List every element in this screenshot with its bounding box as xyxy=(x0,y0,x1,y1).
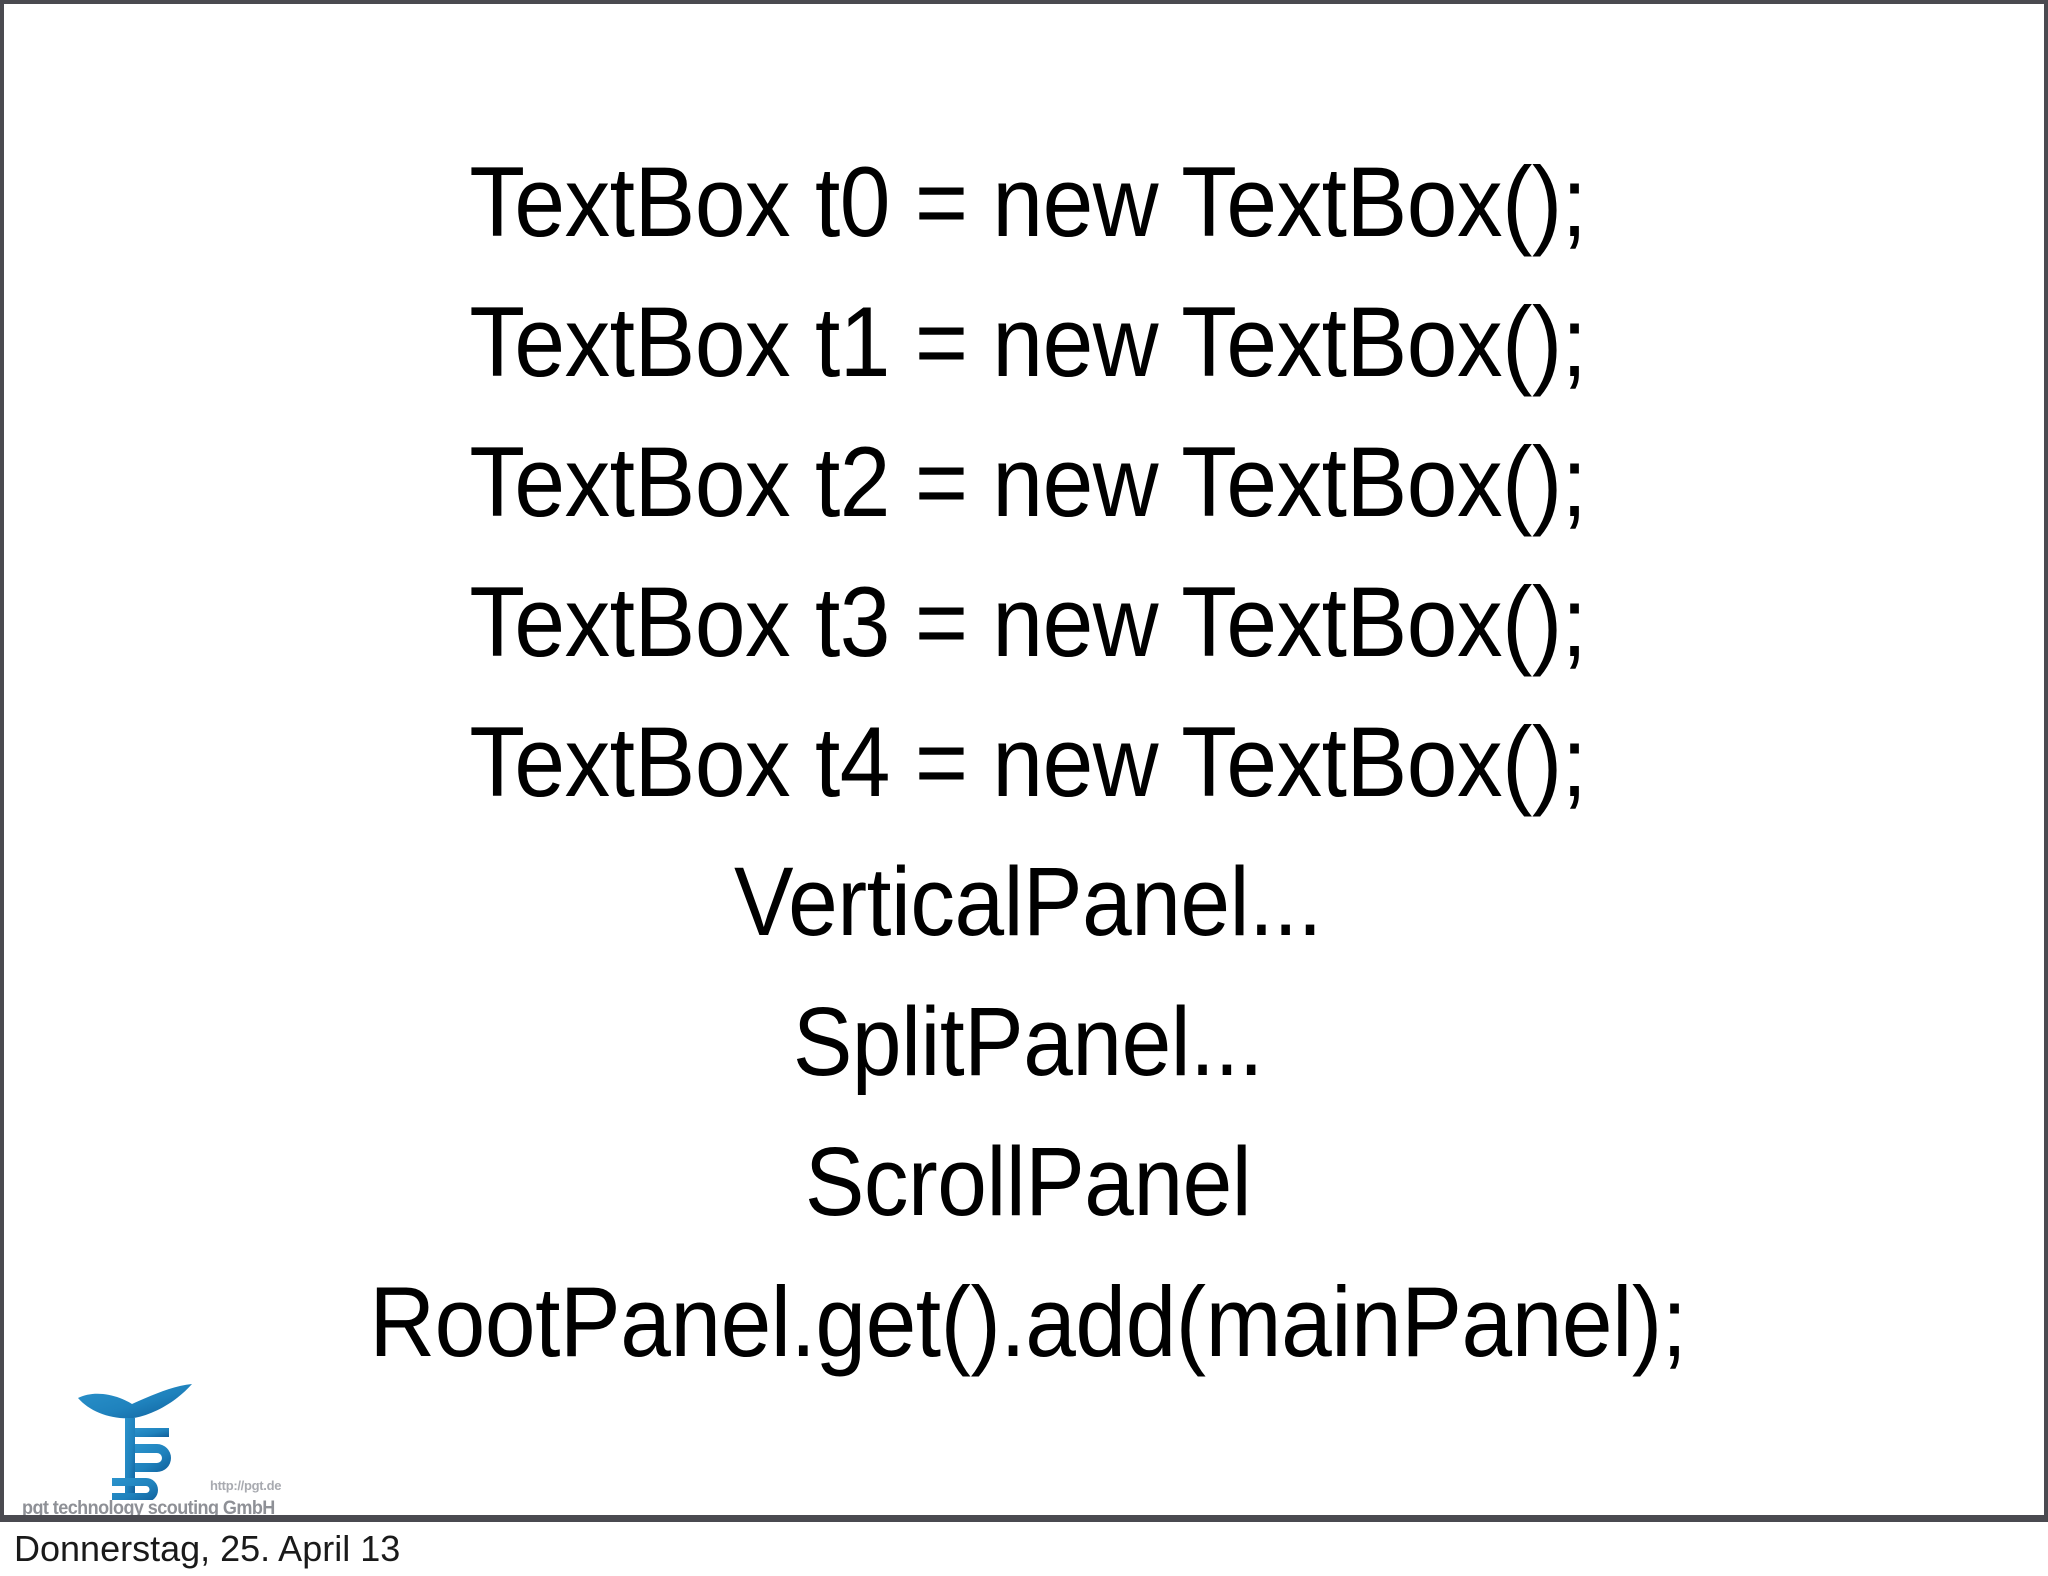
code-line: RootPanel.get().add(mainPanel); xyxy=(369,1266,1687,1377)
slide-footer: Donnerstag, 25. April 13 xyxy=(0,1522,2048,1576)
code-line: VerticalPanel... xyxy=(734,847,1322,956)
code-line: ScrollPanel xyxy=(804,1127,1252,1236)
slide-canvas: TextBox t0 = new TextBox(); TextBox t1 =… xyxy=(0,0,2048,1522)
pgt-logo: http://pgt.de pgt technology scouting Gm… xyxy=(22,1382,281,1519)
pgt-wordmark-icon xyxy=(72,1382,197,1502)
code-line: TextBox t2 = new TextBox(); xyxy=(469,426,1587,537)
logo-company-name: pgt technology scouting GmbH xyxy=(22,1498,275,1519)
code-line: TextBox t0 = new TextBox(); xyxy=(469,146,1587,257)
footer-date: Donnerstag, 25. April 13 xyxy=(14,1528,401,1569)
code-line: SplitPanel... xyxy=(792,987,1264,1096)
logo-url-text: http://pgt.de xyxy=(210,1478,282,1493)
code-listing: TextBox t0 = new TextBox(); TextBox t1 =… xyxy=(4,132,2044,1392)
code-line: TextBox t4 = new TextBox(); xyxy=(469,706,1587,817)
code-line: TextBox t1 = new TextBox(); xyxy=(469,286,1587,397)
code-line: TextBox t3 = new TextBox(); xyxy=(469,566,1587,677)
